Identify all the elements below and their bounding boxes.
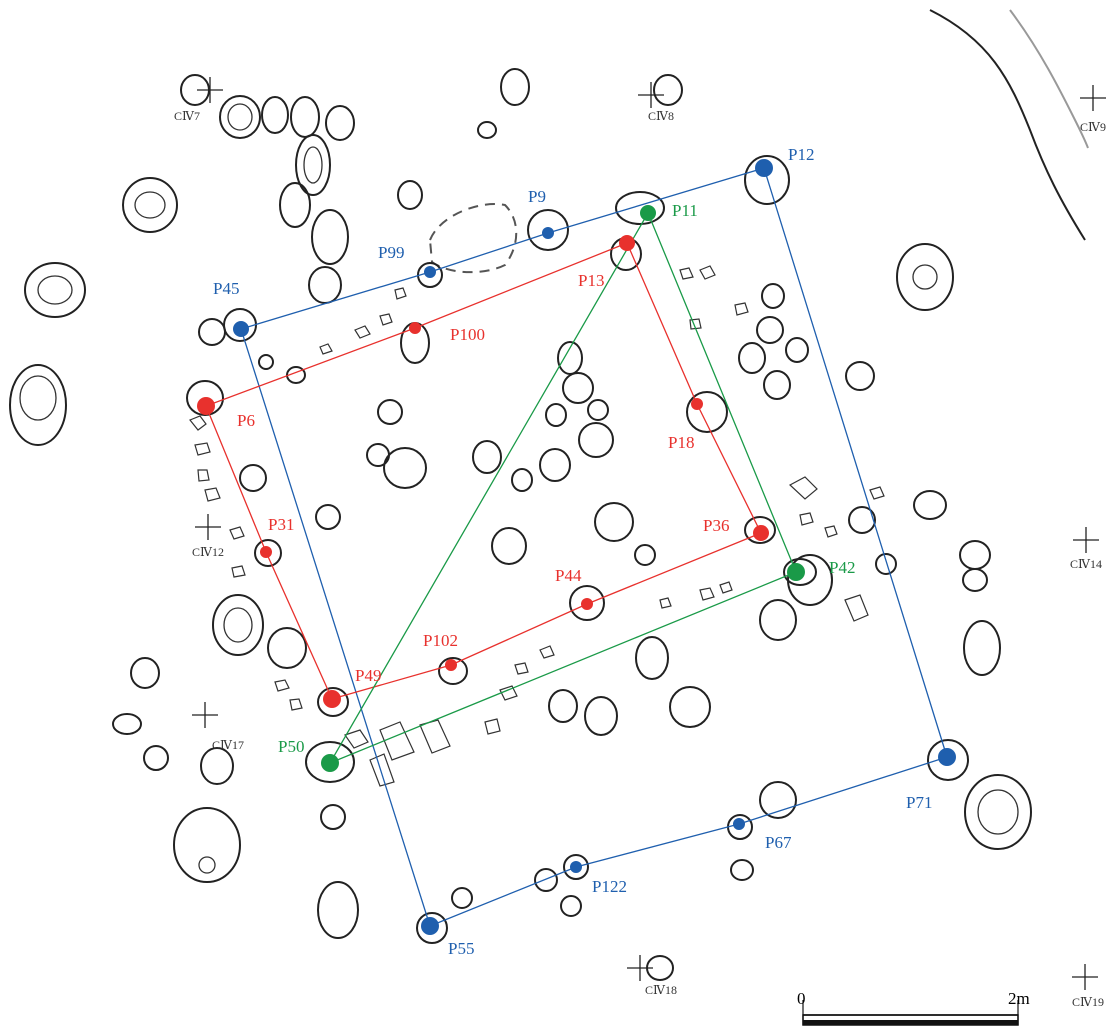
- post-marker-p67: [733, 818, 745, 830]
- post-marker-p55: [421, 917, 439, 935]
- post-label-p99: P99: [378, 243, 404, 262]
- grid-point-civ7: CⅣ7: [174, 77, 223, 123]
- post-marker-p100: [409, 322, 421, 334]
- post-label-p122: P122: [592, 877, 627, 896]
- post-marker-p31: [260, 546, 272, 558]
- grid-label-civ7: CⅣ7: [174, 109, 200, 123]
- dashed-feature: [428, 203, 518, 274]
- scale-end-label: 2m: [1008, 989, 1030, 1008]
- stone-features: [189, 265, 885, 787]
- post-marker-p42: [787, 563, 805, 581]
- red-post-rectangle: [205, 242, 762, 700]
- green-post-rectangle: [328, 211, 797, 765]
- grid-point-civ19: CⅣ19: [1072, 964, 1104, 1009]
- grid-label-civ18: CⅣ18: [645, 983, 677, 997]
- post-labels: P12P9P99P45P55P122P67P71P13P100P6P31P49P…: [213, 145, 932, 958]
- post-marker-p13: [619, 235, 635, 251]
- post-label-p49: P49: [355, 666, 381, 685]
- post-label-p42: P42: [829, 558, 855, 577]
- grid-label-civ14: CⅣ14: [1070, 557, 1102, 571]
- post-marker-p49: [323, 690, 341, 708]
- post-marker-p45: [233, 321, 249, 337]
- post-label-p71: P71: [906, 793, 932, 812]
- post-label-p55: P55: [448, 939, 474, 958]
- scale-start-label: 0: [797, 989, 806, 1008]
- grid-point-civ17: CⅣ17: [192, 702, 244, 752]
- post-label-p9: P9: [528, 187, 546, 206]
- post-label-p6: P6: [237, 411, 255, 430]
- post-label-p12: P12: [788, 145, 814, 164]
- grid-point-civ8: CⅣ8: [638, 82, 674, 123]
- grid-point-civ18: CⅣ18: [627, 955, 677, 997]
- post-label-p18: P18: [668, 433, 694, 452]
- post-markers: [197, 159, 956, 935]
- post-label-p11: P11: [672, 201, 698, 220]
- post-label-p31: P31: [268, 515, 294, 534]
- post-marker-p6: [197, 397, 215, 415]
- post-marker-p44: [581, 598, 593, 610]
- post-label-p13: P13: [578, 271, 604, 290]
- post-pit-rings: [186, 155, 969, 944]
- scale-bar: 0 2m: [797, 989, 1030, 1026]
- post-label-p102: P102: [423, 631, 458, 650]
- post-marker-p122: [570, 861, 582, 873]
- grid-label-civ17: CⅣ17: [212, 738, 244, 752]
- post-label-p36: P36: [703, 516, 729, 535]
- post-marker-p18: [691, 398, 703, 410]
- post-marker-p36: [753, 525, 769, 541]
- post-label-p50: P50: [278, 737, 304, 756]
- post-label-p44: P44: [555, 566, 582, 585]
- grid-label-civ9: CⅣ9: [1080, 120, 1106, 134]
- post-marker-p99: [424, 266, 436, 278]
- post-marker-p9: [542, 227, 554, 239]
- grid-label-civ8: CⅣ8: [648, 109, 674, 123]
- post-marker-p12: [755, 159, 773, 177]
- grid-label-civ12: CⅣ12: [192, 545, 224, 559]
- slope-line-light: [1009, 9, 1089, 149]
- post-marker-p102: [445, 659, 457, 671]
- grid-label-civ19: CⅣ19: [1072, 995, 1104, 1009]
- grid-point-civ12: CⅣ12: [192, 514, 224, 559]
- post-marker-p50: [321, 754, 339, 772]
- post-label-p67: P67: [765, 833, 792, 852]
- post-marker-p71: [938, 748, 956, 766]
- post-marker-p11: [640, 205, 656, 221]
- post-label-p45: P45: [213, 279, 239, 298]
- post-label-p100: P100: [450, 325, 485, 344]
- slope-line: [929, 9, 1086, 241]
- grid-point-civ9: CⅣ9: [1080, 85, 1106, 134]
- pit-features: [9, 68, 1032, 981]
- grid-point-civ14: CⅣ14: [1070, 527, 1102, 571]
